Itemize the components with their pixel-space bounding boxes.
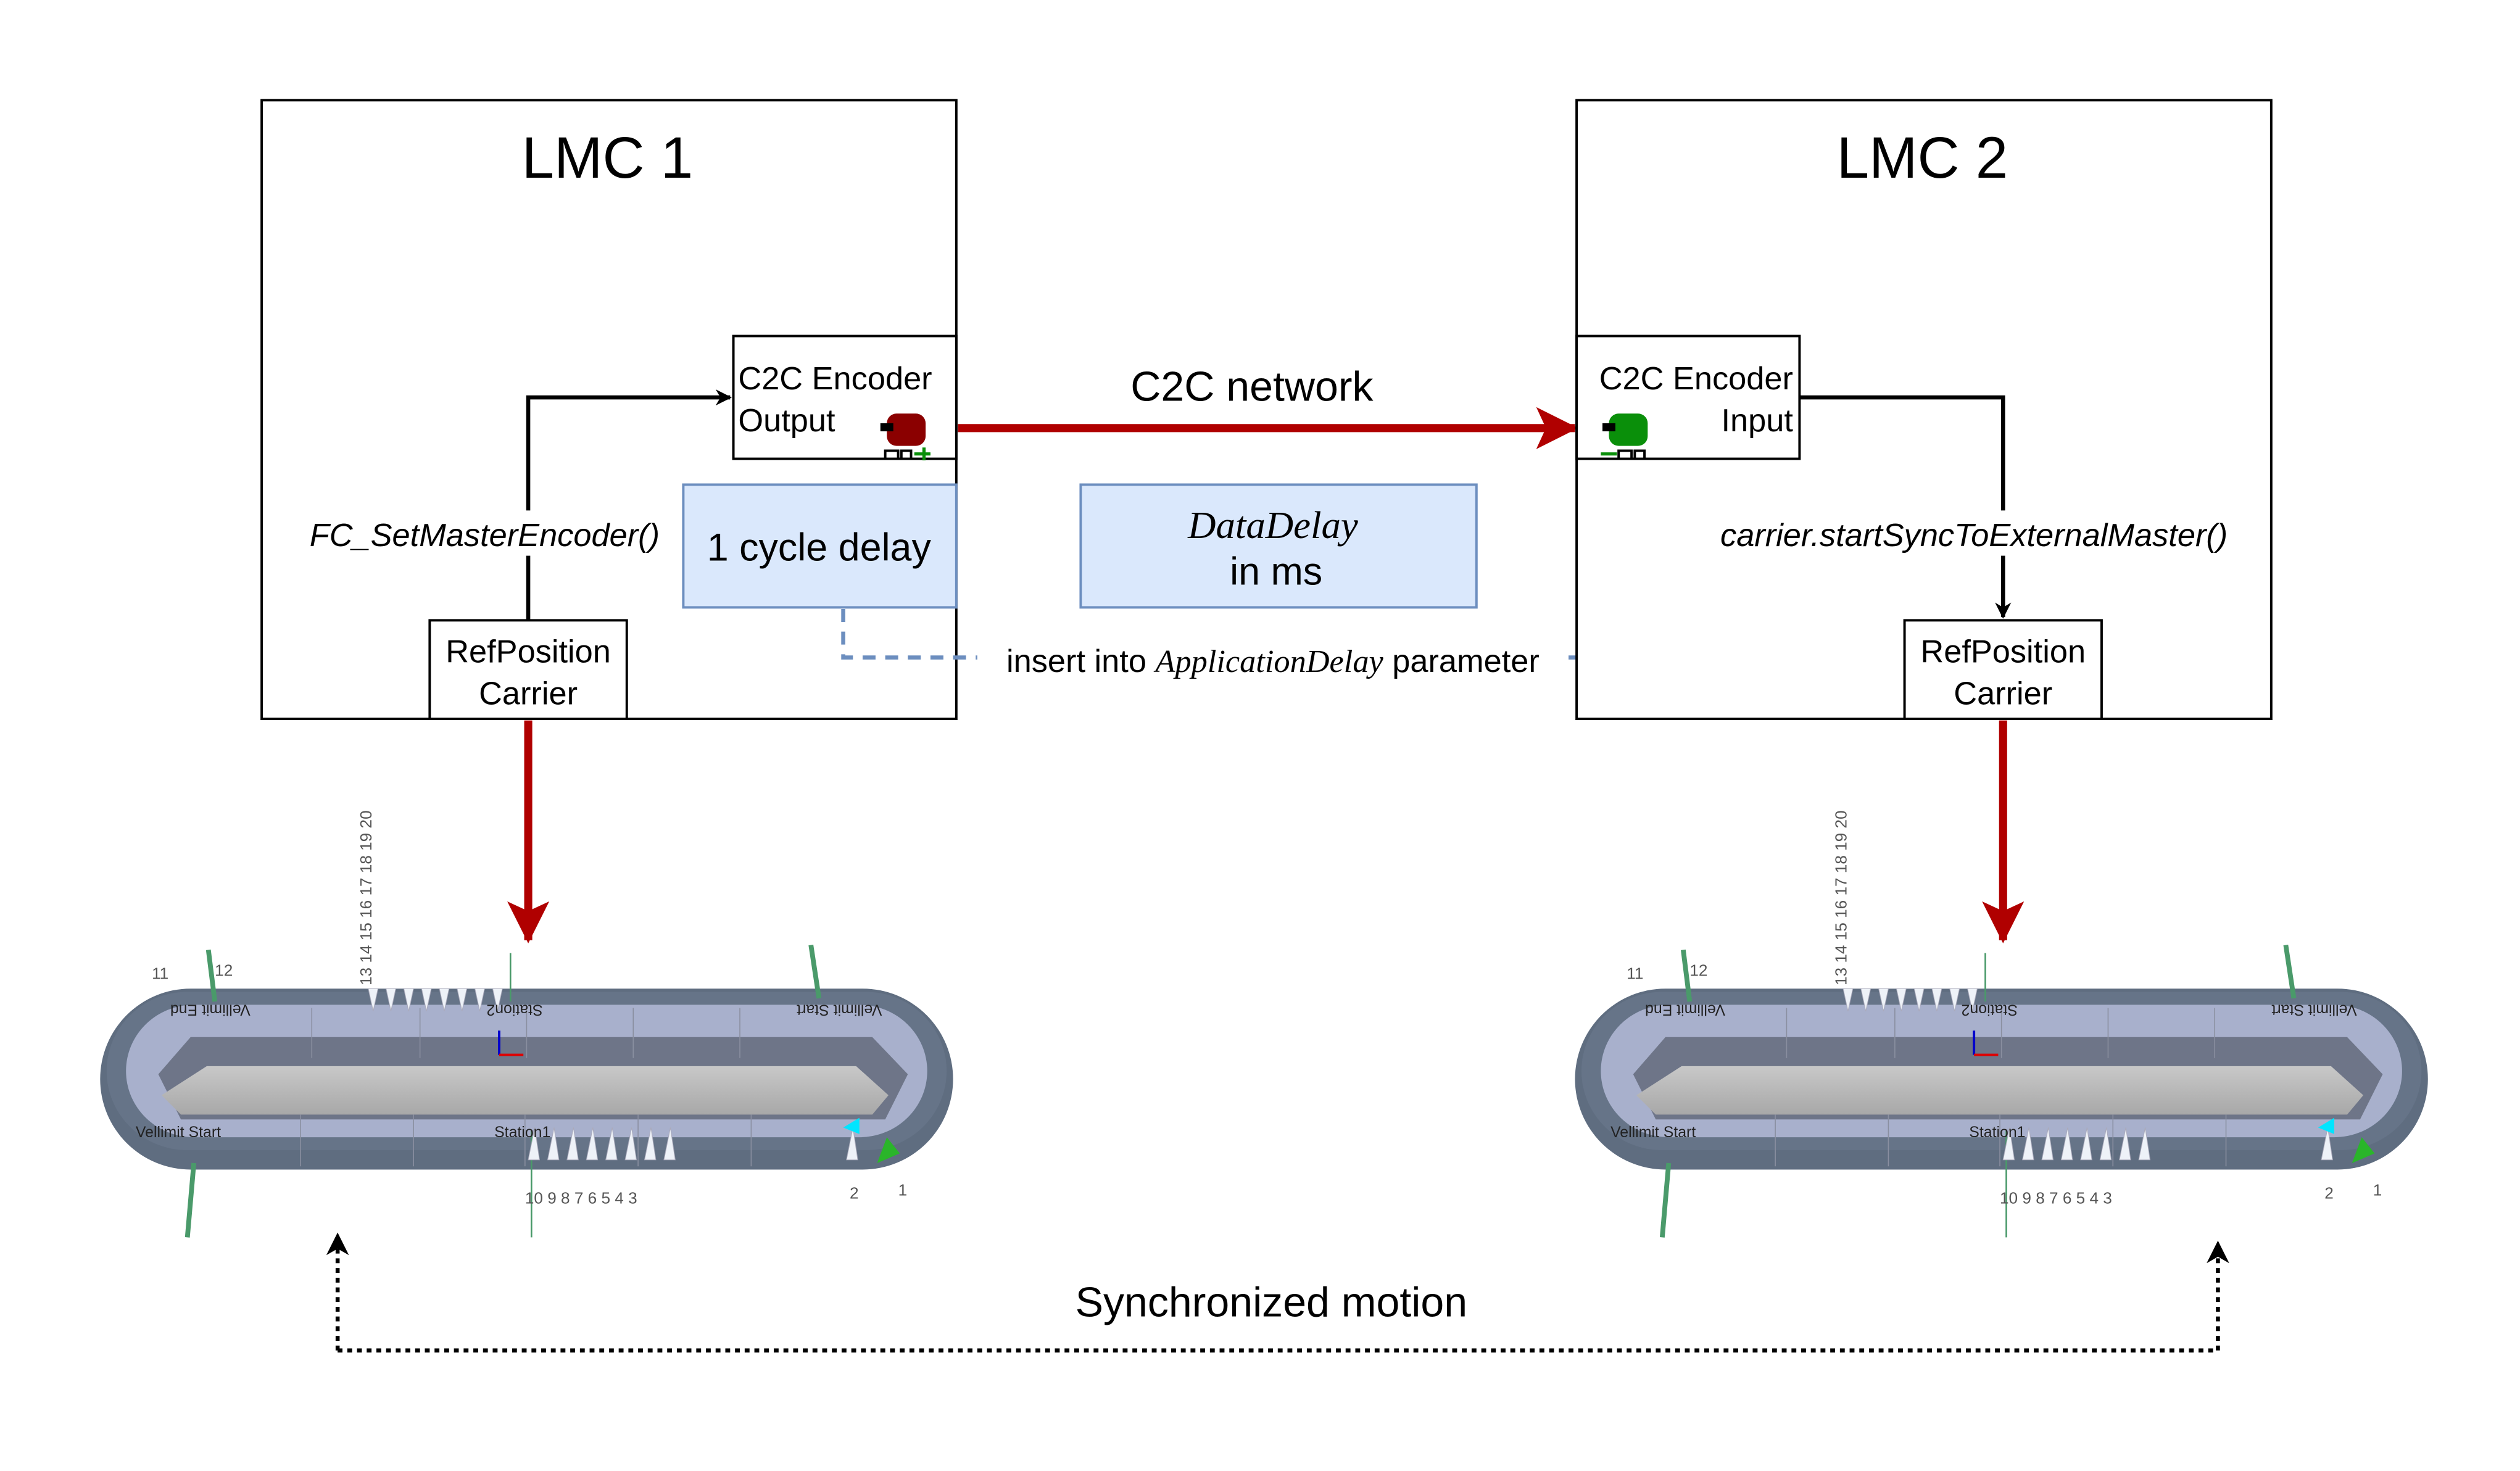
carrier-numbers-bottom: 10 9 8 7 6 5 4 3: [525, 1188, 637, 1207]
lmc1-encoder-output-box: C2C Encoder Output: [732, 334, 958, 461]
carrier-number-2: 2: [850, 1184, 859, 1203]
insert-label: insert into ApplicationDelay parameter: [1006, 644, 1540, 679]
vellimit-end-label: Vellimit End: [1645, 1001, 1725, 1018]
lmc2-ref-label-2: Carrier: [1954, 676, 2052, 711]
lmc2-refposition-box: RefPosition Carrier: [1903, 619, 2103, 720]
lmc1-title: LMC 1: [522, 125, 694, 190]
carrier-number-1: 1: [2373, 1180, 2382, 1199]
carrier-numbers-top: 13 14 15 16 17 18 19 20: [1831, 810, 1850, 985]
lmc2-encoder-input-box: C2C Encoder Input: [1575, 334, 1801, 460]
synchronized-motion-path: [338, 1240, 2229, 1353]
data-delay-unit: in ms: [1230, 550, 1322, 594]
encoder-output-icon: [880, 413, 930, 461]
encoder-output-label-1: C2C Encoder: [738, 361, 932, 397]
data-delay-box: DataDelay in ms: [1079, 483, 1478, 609]
carrier-numbers-bottom: 10 9 8 7 6 5 4 3: [2000, 1188, 2112, 1207]
vellimit-start-label-top: Vellimit Start: [2271, 1001, 2356, 1018]
cycle-delay-label: 1 cycle delay: [707, 526, 932, 569]
start-sync-label: carrier.startSyncToExternalMaster(): [1720, 518, 2228, 553]
track-2-image: Vellimit Start Station1 Station2 Vellimi…: [1575, 810, 2428, 1237]
vellimit-start-label: Vellimit Start: [136, 1124, 221, 1141]
lmc2-title: LMC 2: [1837, 125, 2008, 190]
carrier-numbers-top: 13 14 15 16 17 18 19 20: [357, 810, 375, 985]
synchronized-motion-label: Synchronized motion: [1076, 1279, 1467, 1326]
data-delay-label: DataDelay: [1187, 503, 1358, 547]
encoder-output-label-2: Output: [738, 403, 835, 439]
station2-label: Station2: [486, 1001, 542, 1018]
carrier-number-12: 12: [1689, 961, 1707, 979]
encoder-input-label-2: Input: [1722, 403, 1794, 439]
carrier-number-12: 12: [215, 961, 233, 979]
lmc1-ref-label-2: Carrier: [479, 676, 578, 711]
carrier-number-1: 1: [898, 1180, 908, 1199]
station2-label: Station2: [1962, 1001, 2018, 1018]
lmc2-ref-label-1: RefPosition: [1920, 634, 2086, 669]
application-delay-dashed-arrow: [841, 465, 1688, 660]
track-1-image: Vellimit Start Station1 Station2 Vellimi…: [100, 810, 953, 1237]
carrier-number-11: 11: [1627, 964, 1643, 983]
station1-label: Station1: [1969, 1124, 2025, 1141]
vellimit-start-label: Vellimit Start: [1610, 1124, 1696, 1141]
vellimit-start-label-top: Vellimit Start: [797, 1001, 882, 1018]
cycle-delay-box: 1 cycle delay: [682, 483, 958, 609]
carrier-number-11: 11: [152, 964, 168, 983]
encoder-input-label-1: C2C Encoder: [1599, 361, 1793, 397]
vellimit-end-label: Vellimit End: [170, 1001, 251, 1018]
fc-setmasterencoder-label: FC_SetMasterEncoder(): [310, 518, 660, 553]
c2c-network-label: C2C network: [1130, 363, 1374, 410]
station1-label: Station1: [494, 1124, 550, 1141]
lmc1-ref-label-1: RefPosition: [446, 634, 611, 669]
carrier-number-2: 2: [2324, 1184, 2334, 1203]
lmc1-refposition-box: RefPosition Carrier: [428, 619, 628, 720]
encoder-input-icon: [1601, 413, 1648, 459]
